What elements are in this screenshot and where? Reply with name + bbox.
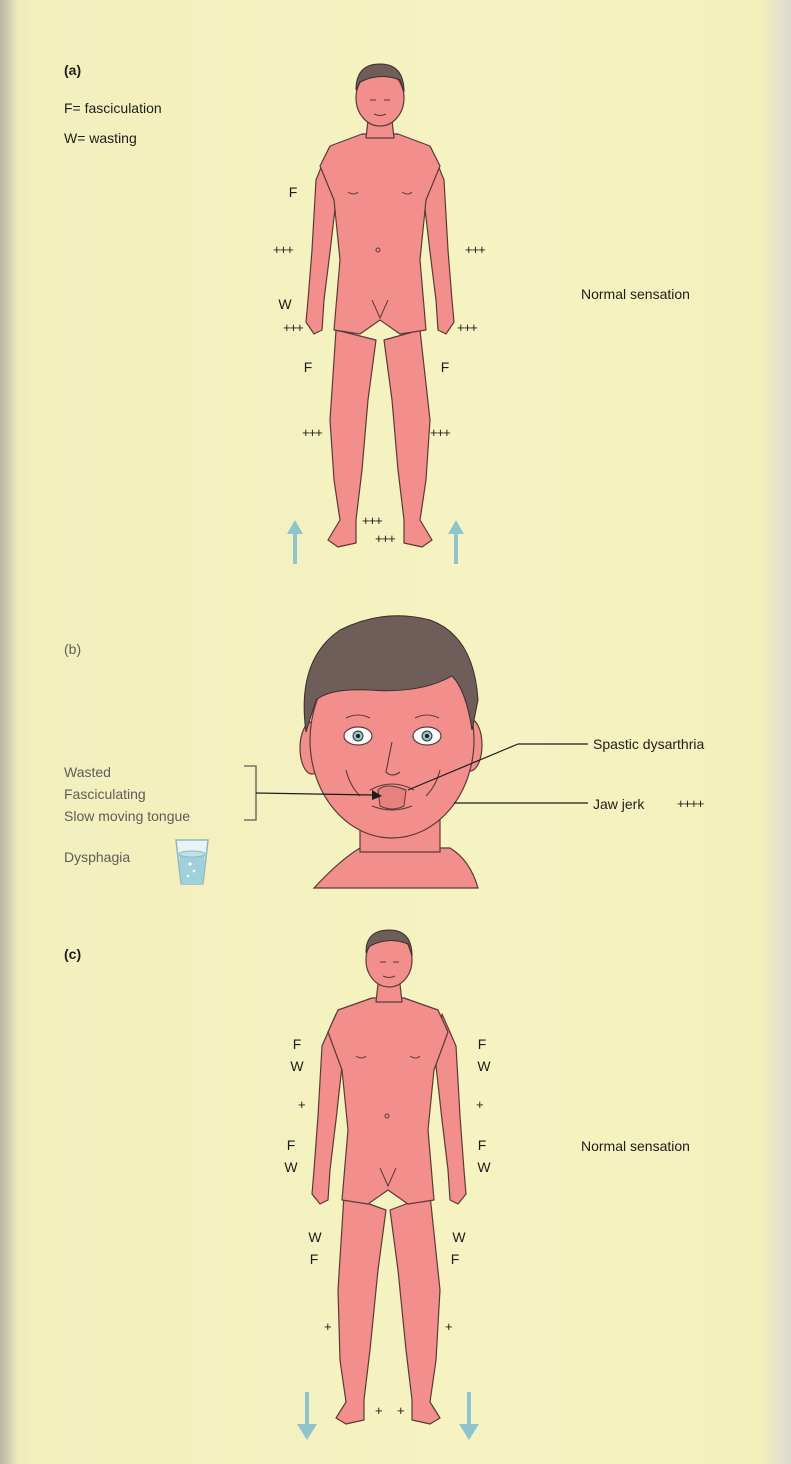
fasciculation-mark-left-upper-arm: F — [474, 1036, 490, 1052]
wasting-mark-right-upper-arm: W — [289, 1058, 305, 1074]
fasciculation-mark-left-thigh: F — [447, 1251, 463, 1267]
panel-c-sensation: Normal sensation — [581, 1137, 690, 1155]
wasting-mark-left-forearm: W — [476, 1159, 492, 1175]
plantar-down-arrow-left — [458, 1392, 480, 1442]
reflex-biceps-left: + — [476, 1098, 483, 1111]
wasting-mark-right-forearm: W — [283, 1159, 299, 1175]
reflex-biceps-right: + — [298, 1098, 305, 1111]
reflex-ankle-left: + — [397, 1404, 404, 1417]
plantar-down-arrow-right — [296, 1392, 318, 1442]
reflex-knee-left: + — [445, 1320, 452, 1333]
reflex-knee-right: + — [324, 1320, 331, 1333]
fasciculation-mark-right-thigh: F — [306, 1251, 322, 1267]
wasting-mark-right-thigh: W — [307, 1229, 323, 1245]
fasciculation-mark-right-forearm: F — [283, 1137, 299, 1153]
fasciculation-mark-left-forearm: F — [474, 1137, 490, 1153]
wasting-mark-left-thigh: W — [451, 1229, 467, 1245]
fasciculation-mark-right-upper-arm: F — [289, 1036, 305, 1052]
reflex-ankle-right: + — [375, 1404, 382, 1417]
wasting-mark-left-upper-arm: W — [476, 1058, 492, 1074]
